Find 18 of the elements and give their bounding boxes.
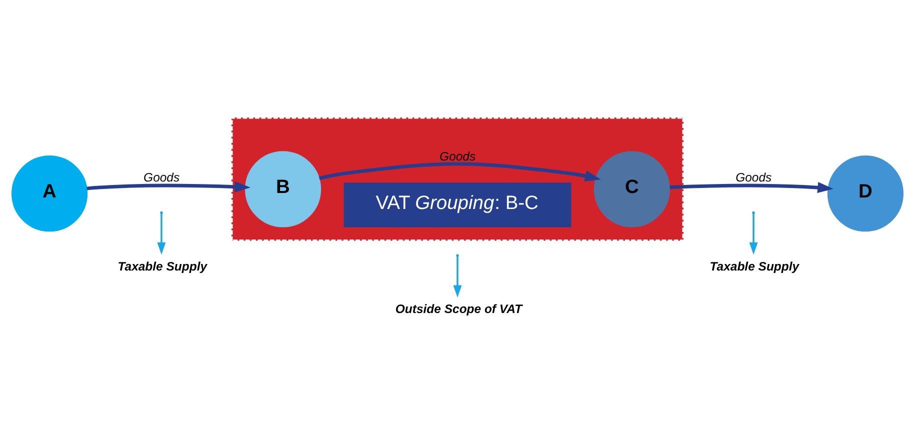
node-circle: C xyxy=(594,151,670,228)
node-box: VAT Grouping: B-C xyxy=(344,182,572,228)
arrow xyxy=(157,214,166,255)
cluster xyxy=(230,116,685,242)
arrow xyxy=(453,256,462,298)
node-circle: B xyxy=(245,151,322,228)
node-circle: A xyxy=(12,156,88,232)
node-text: Taxable Supply xyxy=(710,259,800,274)
node-circle: D xyxy=(827,156,904,232)
edge-label: Goods xyxy=(736,170,772,185)
node-text: Taxable Supply xyxy=(118,259,208,274)
arrow xyxy=(318,162,601,182)
arrow xyxy=(86,181,250,192)
arrow xyxy=(670,182,834,194)
edge-label: Goods xyxy=(144,170,180,185)
edge-label: Goods xyxy=(440,150,476,164)
arrow xyxy=(749,214,758,255)
node-text: Outside Scope of VAT xyxy=(395,302,522,316)
